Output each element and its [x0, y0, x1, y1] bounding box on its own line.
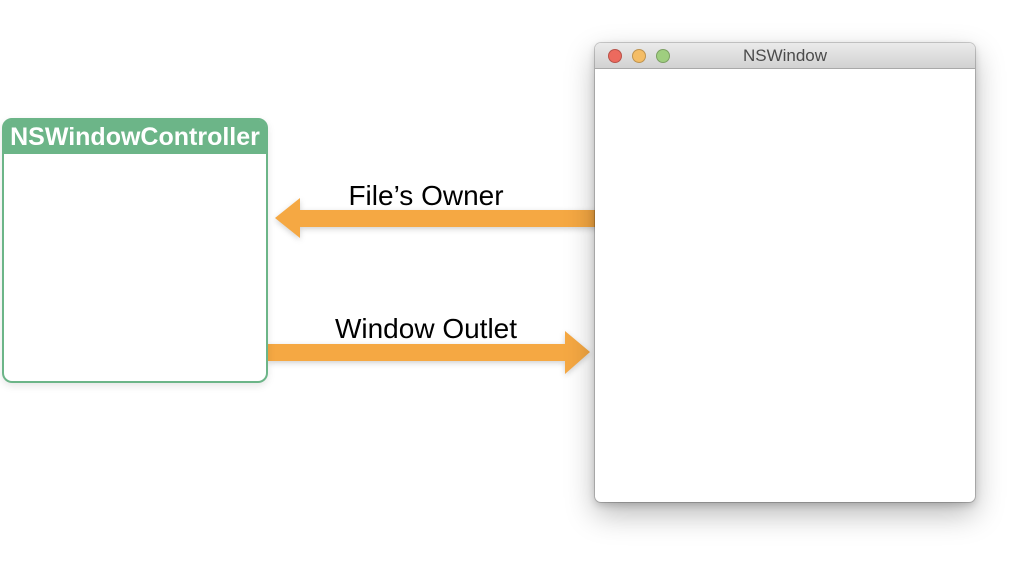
traffic-lights	[608, 43, 670, 69]
nswindow-title: NSWindow	[742, 45, 828, 65]
files-owner-arrow	[275, 198, 600, 238]
nswindowcontroller-title: NSWindowController	[4, 120, 266, 157]
nswindowcontroller-box: NSWindowController	[2, 118, 268, 383]
nswindow-window: NSWindow	[595, 43, 975, 502]
close-button-icon[interactable]	[608, 49, 622, 63]
window-outlet-label: Window Outlet	[334, 313, 518, 344]
zoom-button-icon[interactable]	[656, 49, 670, 63]
window-outlet-arrow	[268, 331, 590, 374]
nswindow-titlebar[interactable]: NSWindow	[595, 43, 975, 69]
files-owner-label: File’s Owner	[348, 180, 504, 211]
nswindow-content-area	[595, 69, 975, 501]
minimize-button-icon[interactable]	[632, 49, 646, 63]
